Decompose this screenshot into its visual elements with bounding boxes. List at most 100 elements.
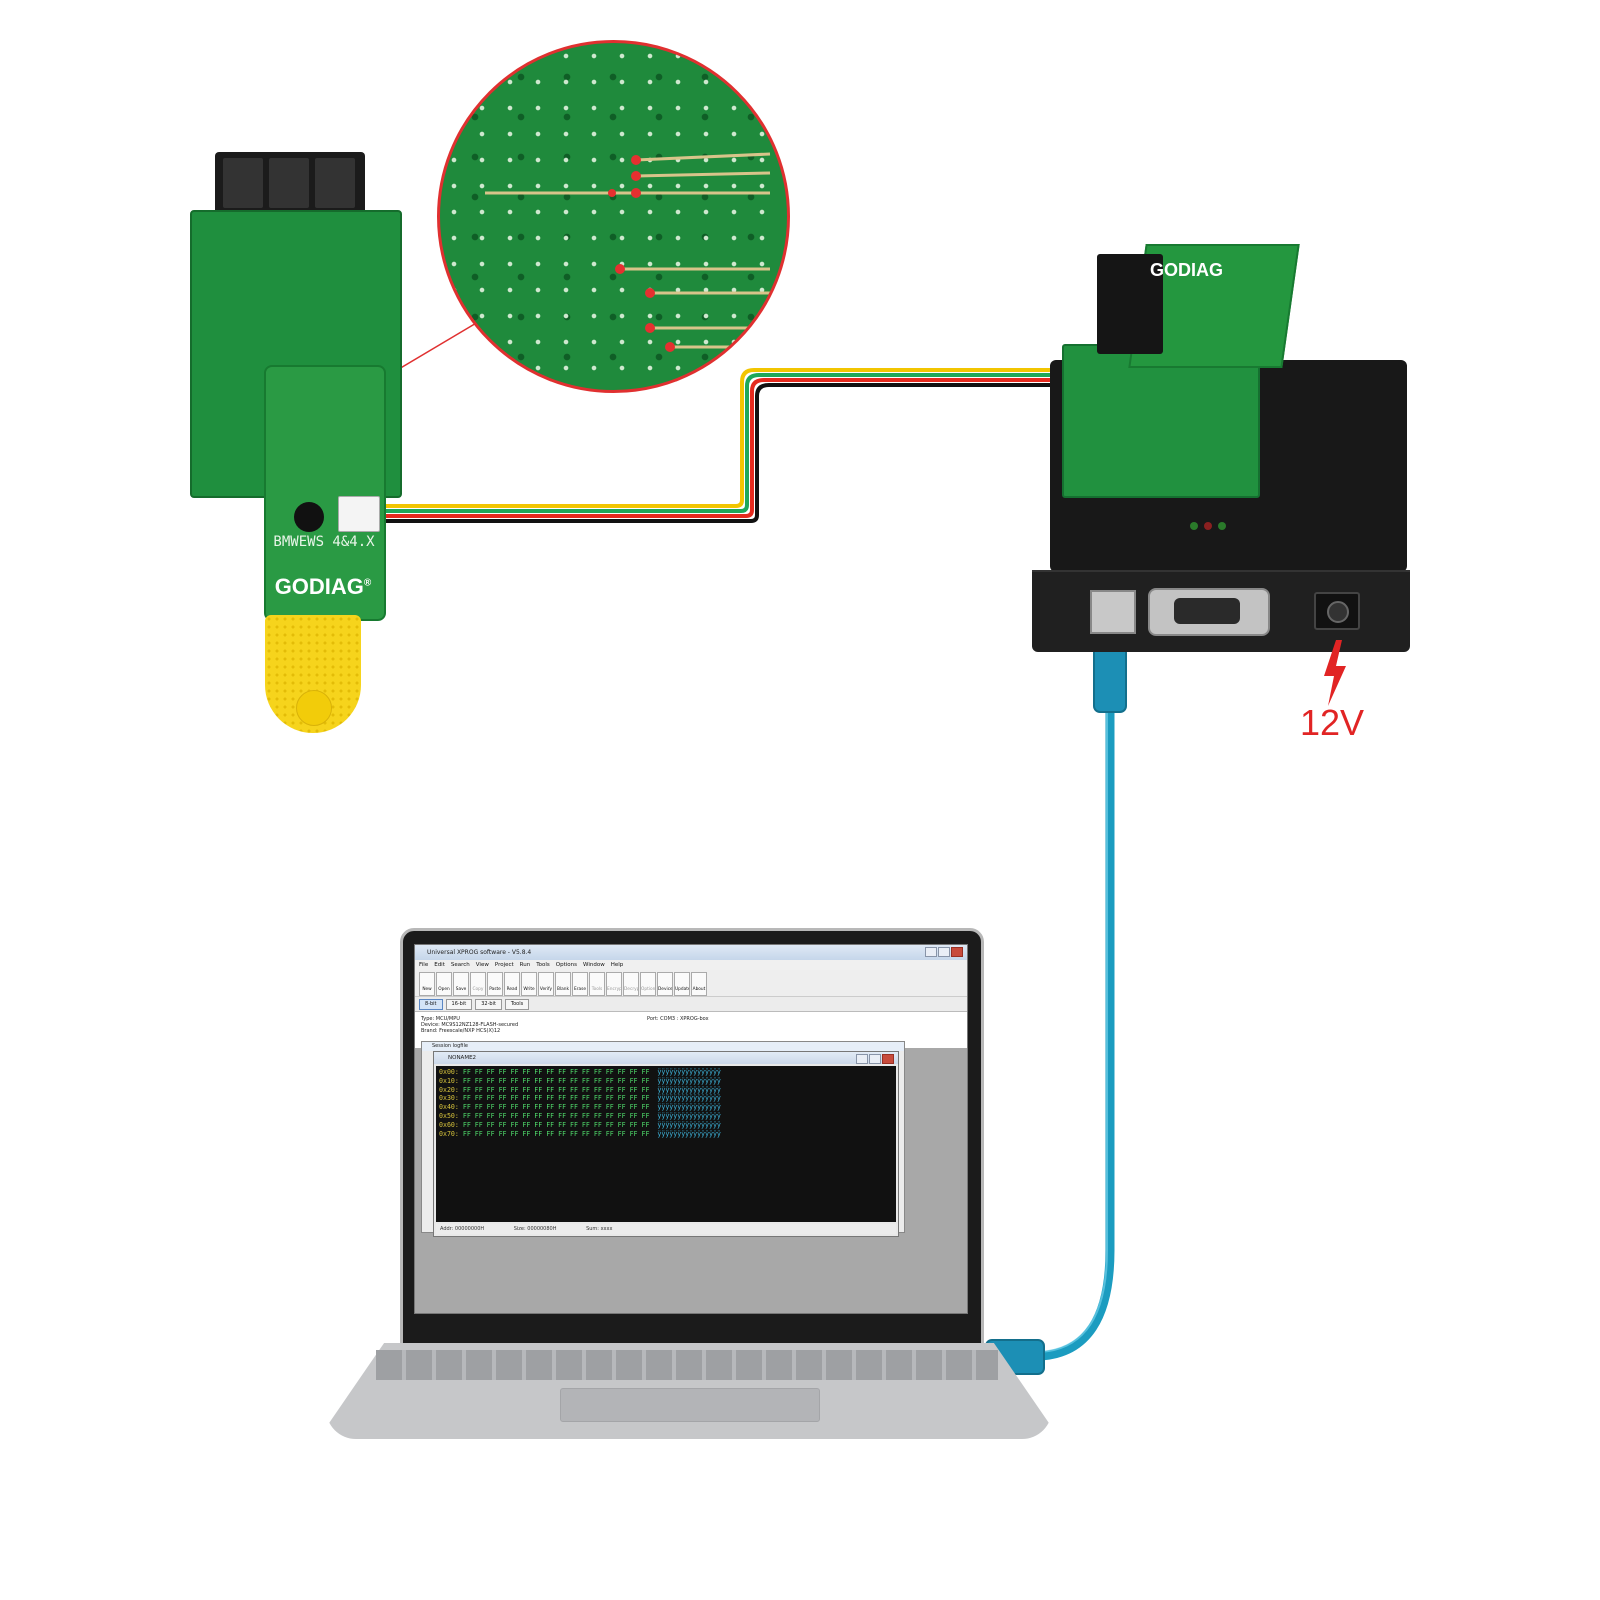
zoom-pin-detail — [485, 152, 771, 352]
menu-item-tools[interactable]: Tools — [536, 962, 550, 968]
hex-bytes: FF FF FF FF FF FF FF FF FF FF FF FF FF F… — [462, 1129, 650, 1138]
save-as-button[interactable]: Save As — [453, 972, 469, 996]
menu-item-window[interactable]: Window — [583, 962, 605, 968]
encrypt-button[interactable]: Encrypt — [606, 972, 622, 996]
hex-dump-view[interactable]: 0x00: FF FF FF FF FF FF FF FF FF FF FF F… — [436, 1066, 896, 1222]
usb-cable — [1005, 635, 1115, 1363]
session-logfile-title: Session logfile — [422, 1042, 904, 1051]
hex-row: 0x50: FF FF FF FF FF FF FF FF FF FF FF F… — [439, 1112, 893, 1121]
pogo-pins — [485, 152, 771, 349]
hex-bytes: FF FF FF FF FF FF FF FF FF FF FF FF FF F… — [462, 1085, 650, 1094]
programmer-dc-power-jack — [1314, 592, 1360, 630]
minimize-button[interactable] — [925, 947, 937, 957]
hex-address: 0x50: — [439, 1111, 459, 1120]
options-button[interactable]: Options — [640, 972, 656, 996]
menu-item-options[interactable]: Options — [555, 962, 578, 968]
status-address: Addr: 00000000H — [440, 1226, 485, 1232]
bmw-ews-adapter-board — [264, 365, 386, 621]
trademark-mark: ® — [363, 577, 372, 589]
hex-address: 0x00: — [439, 1068, 459, 1076]
solder-point-zoom-callout — [437, 40, 790, 393]
maximize-button[interactable] — [869, 1054, 881, 1064]
buffer-window: NONAME2 0x00: FF FF FF FF FF FF FF FF FF… — [433, 1051, 899, 1237]
read-button[interactable]: Read — [504, 972, 520, 996]
hex-ascii: ÿÿÿÿÿÿÿÿÿÿÿÿÿÿÿÿ — [657, 1076, 721, 1085]
hex-row: 0x10: FF FF FF FF FF FF FF FF FF FF FF F… — [439, 1077, 893, 1086]
menu-item-edit[interactable]: Edit — [434, 962, 445, 968]
hex-row: 0x70: FF FF FF FF FF FF FF FF FF FF FF F… — [439, 1130, 893, 1139]
power-lightning-icon — [1324, 640, 1346, 706]
adapter-model-label: BMWEWS 4&4.X — [273, 534, 375, 550]
hex-bytes: FF FF FF FF FF FF FF FF FF FF FF FF FF F… — [462, 1094, 650, 1103]
laptop-touchpad — [560, 1388, 820, 1422]
menu-item-project[interactable]: Project — [494, 962, 514, 968]
device-button[interactable]: Device — [657, 972, 673, 996]
tab-8-bit[interactable]: 8-bit — [419, 998, 443, 1010]
brand-text: GODIAG — [1150, 260, 1224, 280]
erase-button[interactable]: Erase — [572, 972, 588, 996]
hex-row: 0x00: FF FF FF FF FF FF FF FF FF FF FF F… — [439, 1068, 893, 1077]
status-led — [1190, 522, 1198, 530]
maximize-button[interactable] — [938, 947, 950, 957]
menu-item-view[interactable]: View — [475, 962, 489, 968]
write-button[interactable]: Write — [521, 972, 537, 996]
menu-item-file[interactable]: File — [419, 962, 429, 968]
update-button[interactable]: Update — [674, 972, 690, 996]
hex-row: 0x40: FF FF FF FF FF FF FF FF FF FF FF F… — [439, 1103, 893, 1112]
port-info: Port: COM3 : XPROG-box — [647, 1016, 709, 1022]
status-led — [1218, 522, 1226, 530]
hex-ascii: ÿÿÿÿÿÿÿÿÿÿÿÿÿÿÿÿ — [657, 1129, 721, 1138]
new-button[interactable]: New — [419, 972, 435, 996]
device-type: Type: MCU/MPU — [421, 1016, 460, 1022]
programmer-usb-port — [1090, 590, 1136, 634]
tools-button[interactable]: Tools — [589, 972, 605, 996]
status-led — [1204, 522, 1212, 530]
ews-module-connector — [215, 152, 365, 214]
tab-16-bit[interactable]: 16-bit — [445, 998, 473, 1010]
usb-cable-highlight — [1009, 640, 1108, 1355]
connector-slot — [223, 158, 263, 208]
blank-button[interactable]: Blank — [555, 972, 571, 996]
hex-address: 0x20: — [439, 1085, 459, 1094]
hex-bytes: FF FF FF FF FF FF FF FF FF FF FF FF FF F… — [462, 1120, 650, 1129]
menu-item-search[interactable]: Search — [450, 962, 470, 968]
hex-row: 0x60: FF FF FF FF FF FF FF FF FF FF FF F… — [439, 1121, 893, 1130]
hex-bytes: FF FF FF FF FF FF FF FF FF FF FF FF FF F… — [462, 1103, 650, 1112]
solder-points — [608, 155, 675, 352]
hex-address: 0x30: — [439, 1094, 459, 1103]
key-fob-ring-hole — [296, 690, 332, 726]
paste-button[interactable]: Paste — [487, 972, 503, 996]
tab-32-bit[interactable]: 32-bit — [475, 998, 502, 1010]
adapter-socket — [1097, 254, 1163, 354]
hex-bytes: FF FF FF FF FF FF FF FF FF FF FF FF FF F… — [462, 1068, 650, 1076]
adapter-jst-plug — [338, 496, 380, 532]
decrypt-button[interactable]: Decrypt — [623, 972, 639, 996]
buffer-window-titlebar: NONAME2 — [434, 1052, 898, 1064]
menu-item-run[interactable]: Run — [519, 962, 531, 968]
close-button[interactable] — [951, 947, 963, 957]
hex-ascii: ÿÿÿÿÿÿÿÿÿÿÿÿÿÿÿÿ — [657, 1068, 721, 1076]
tab-tools[interactable]: Tools — [504, 998, 530, 1010]
minimize-button[interactable] — [856, 1054, 868, 1064]
hex-ascii: ÿÿÿÿÿÿÿÿÿÿÿÿÿÿÿÿ — [657, 1111, 721, 1120]
verify-button[interactable]: Verify — [538, 972, 554, 996]
hex-address: 0x40: — [439, 1103, 459, 1112]
godiag-riser-logo: GODIAG — [1150, 260, 1223, 281]
window-controls — [924, 947, 963, 963]
close-button[interactable] — [882, 1054, 894, 1064]
about-button[interactable]: About — [691, 972, 707, 996]
menu-item-help[interactable]: Help — [610, 962, 624, 968]
connector-slot — [315, 158, 355, 208]
godiag-adapter-board — [1062, 344, 1260, 498]
status-size: Size: 00000080H — [513, 1226, 557, 1232]
open-button[interactable]: Open — [436, 972, 452, 996]
copy-button[interactable]: Copy — [470, 972, 486, 996]
hex-row: 0x20: FF FF FF FF FF FF FF FF FF FF FF F… — [439, 1086, 893, 1095]
status-checksum: Sum: xxxx — [586, 1226, 613, 1232]
hex-address: 0x70: — [439, 1129, 459, 1138]
brand-text: GODIAG — [274, 574, 364, 599]
